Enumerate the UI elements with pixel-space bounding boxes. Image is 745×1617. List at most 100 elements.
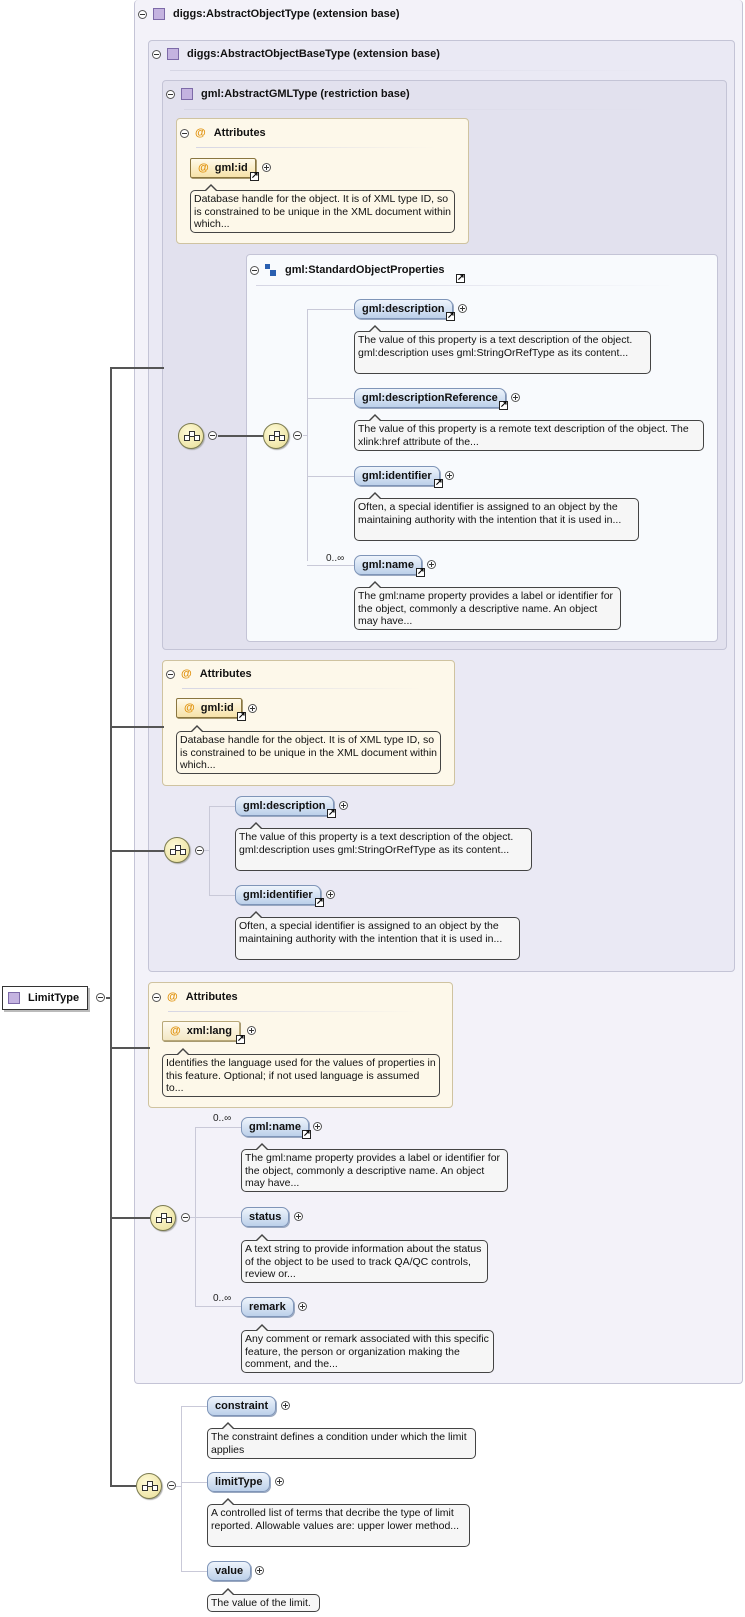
sequence-compositor-icon[interactable] [263, 423, 289, 449]
collapse-icon[interactable] [195, 846, 204, 855]
expand-icon[interactable] [326, 890, 335, 899]
collapse-icon[interactable] [293, 431, 302, 440]
branch-line [209, 806, 210, 896]
branch-line [307, 476, 354, 477]
panel-title: diggs:AbstractObjectBaseType (extension … [187, 48, 440, 60]
collapse-icon[interactable] [208, 431, 217, 440]
doc-tooltip: A controlled list of terms that decribe … [207, 1498, 470, 1547]
expand-icon[interactable] [511, 393, 520, 402]
expand-icon[interactable] [427, 560, 436, 569]
expand-icon[interactable] [294, 1212, 303, 1221]
element-gml-name[interactable]: gml:name [241, 1117, 309, 1137]
element-gml-identifier[interactable]: gml:identifier [235, 885, 321, 905]
sequence-compositor-icon[interactable] [150, 1205, 176, 1231]
expand-icon[interactable] [298, 1302, 307, 1311]
cardinality-label: 0..∞ [213, 1293, 232, 1304]
attributes-title: Attributes [185, 991, 238, 1003]
sequence-compositor-icon[interactable] [164, 837, 190, 863]
element-limit-type[interactable]: limitType [207, 1472, 271, 1492]
element-gml-description[interactable]: gml:description [235, 796, 334, 816]
collapse-icon[interactable] [181, 1213, 190, 1222]
collapse-icon[interactable] [167, 1481, 176, 1490]
link-icon[interactable] [302, 1128, 311, 1139]
attributes-header[interactable]: @ Attributes [166, 668, 252, 680]
abstract-object-base-type-header[interactable]: diggs:AbstractObjectBaseType (extension … [152, 48, 440, 60]
attribute-gml-id[interactable]: @gml:id [176, 698, 242, 718]
branch-line [195, 1127, 241, 1128]
element-remark[interactable]: remark [241, 1297, 294, 1317]
cardinality-label: 0..∞ [326, 553, 345, 564]
branch-line [307, 565, 354, 566]
abstract-gml-type-header[interactable]: gml:AbstractGMLType (restriction base) [166, 88, 410, 100]
link-icon[interactable] [456, 272, 465, 283]
expand-icon[interactable] [262, 163, 271, 172]
doc-tooltip: Any comment or remark associated with th… [241, 1324, 494, 1373]
doc-tooltip: Identifies the language used for the val… [162, 1048, 440, 1097]
doc-tooltip: The constraint defines a condition under… [207, 1422, 476, 1459]
collapse-icon[interactable] [96, 993, 105, 1002]
connector [110, 850, 164, 852]
expand-icon[interactable] [458, 304, 467, 313]
branch-line [190, 1217, 196, 1218]
element-gml-description-reference[interactable]: gml:descriptionReference [354, 388, 506, 408]
separator [256, 285, 676, 286]
collapse-icon[interactable] [250, 265, 259, 275]
branch-line [181, 1406, 182, 1572]
separator [168, 1011, 418, 1012]
attribute-icon: @ [184, 702, 195, 714]
doc-tooltip: Database handle for the object. It is of… [190, 184, 455, 233]
link-icon[interactable] [434, 477, 443, 488]
element-value[interactable]: value [207, 1561, 252, 1581]
doc-tooltip: The value of this property is a text des… [235, 822, 532, 871]
element-gml-name[interactable]: gml:name [354, 555, 422, 575]
link-icon[interactable] [250, 170, 259, 181]
expand-icon[interactable] [339, 801, 348, 810]
collapse-icon[interactable] [166, 669, 175, 679]
sequence-compositor-icon[interactable] [178, 423, 204, 449]
connector [110, 726, 164, 728]
collapse-icon[interactable] [180, 128, 189, 138]
standard-object-properties-header[interactable]: gml:StandardObjectProperties [250, 264, 445, 276]
branch-line [307, 309, 354, 310]
collapse-icon[interactable] [152, 49, 161, 59]
link-icon[interactable] [327, 807, 336, 818]
doc-tooltip: The value of the limit. [207, 1588, 320, 1612]
link-icon[interactable] [236, 1033, 245, 1044]
collapse-icon[interactable] [138, 9, 147, 19]
expand-icon[interactable] [313, 1122, 322, 1131]
expand-icon[interactable] [248, 704, 257, 713]
element-gml-identifier[interactable]: gml:identifier [354, 466, 440, 486]
panel-title: gml:StandardObjectProperties [285, 264, 445, 276]
link-icon[interactable] [446, 310, 455, 321]
element-gml-description[interactable]: gml:description [354, 299, 453, 319]
branch-line [195, 1217, 241, 1218]
attributes-header[interactable]: @ Attributes [152, 991, 238, 1003]
connector [106, 997, 112, 999]
expand-icon[interactable] [275, 1477, 284, 1486]
link-icon[interactable] [416, 566, 425, 577]
expand-icon[interactable] [247, 1026, 256, 1035]
attribute-gml-id[interactable]: @gml:id [190, 158, 256, 178]
element-status[interactable]: status [241, 1207, 290, 1227]
doc-tooltip: Often, a special identifier is assigned … [235, 911, 520, 960]
element-constraint[interactable]: constraint [207, 1396, 277, 1416]
branch-line [195, 1306, 241, 1307]
separator [170, 70, 670, 71]
attribute-xml-lang[interactable]: @xml:lang [162, 1021, 240, 1041]
branch-line [181, 1482, 207, 1483]
abstract-object-type-header[interactable]: diggs:AbstractObjectType (extension base… [138, 8, 400, 20]
panel-title: gml:AbstractGMLType (restriction base) [201, 88, 410, 100]
collapse-icon[interactable] [166, 89, 175, 99]
sequence-compositor-icon[interactable] [136, 1473, 162, 1499]
attribute-icon: @ [195, 127, 206, 139]
link-icon[interactable] [237, 710, 246, 721]
expand-icon[interactable] [255, 1566, 264, 1575]
expand-icon[interactable] [281, 1401, 290, 1410]
attributes-header[interactable]: @ Attributes [180, 127, 266, 139]
complex-type-icon [8, 992, 20, 1004]
collapse-icon[interactable] [152, 992, 161, 1002]
link-icon[interactable] [315, 896, 324, 907]
root-complex-type[interactable]: LimitType [2, 986, 89, 1010]
link-icon[interactable] [499, 399, 508, 410]
expand-icon[interactable] [445, 471, 454, 480]
